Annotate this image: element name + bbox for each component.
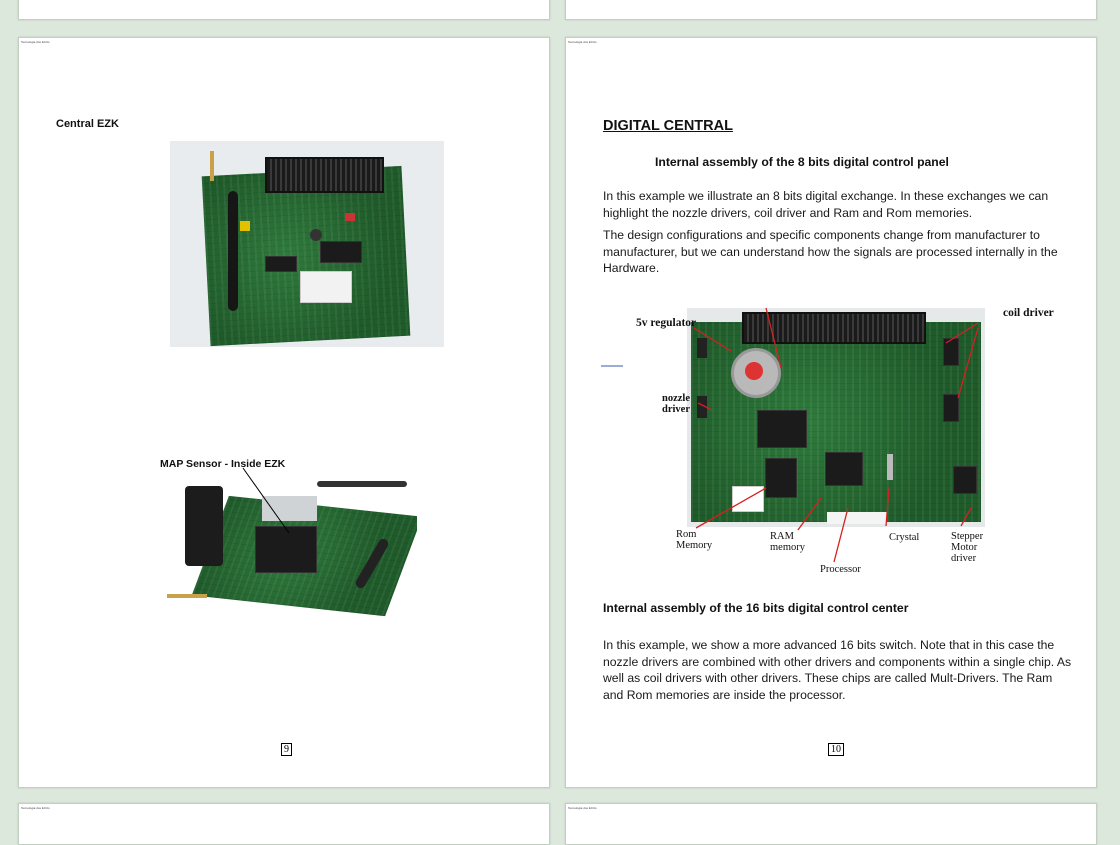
paragraph-3: In this example, we show a more advanced… bbox=[603, 638, 1072, 702]
page-8-partial bbox=[18, 0, 550, 20]
label-coil-driver: coil driver bbox=[1003, 307, 1054, 319]
digital-board-photo bbox=[687, 308, 985, 527]
label-nozzle-driver: nozzle driver bbox=[662, 393, 690, 415]
caption-central-ezk: Central EZK bbox=[56, 118, 119, 130]
page-12-partial: Tecnologia dos ECUs bbox=[565, 803, 1097, 845]
page-header: Tecnologia dos ECUs bbox=[568, 806, 597, 810]
section-title: DIGITAL CENTRAL bbox=[603, 118, 733, 134]
page-number: 10 bbox=[828, 743, 844, 756]
ezk-board-photo bbox=[170, 141, 444, 347]
label-crystal: Crystal bbox=[889, 532, 920, 543]
subtitle-16bit: Internal assembly of the 16 bits digital… bbox=[603, 601, 909, 615]
page-8b-partial bbox=[565, 0, 1097, 20]
label-rom-memory: Rom Memory bbox=[676, 529, 713, 551]
label-ram-memory: RAM memory bbox=[770, 531, 805, 553]
label-processor: Processor bbox=[820, 564, 861, 575]
caption-map-sensor: MAP Sensor - Inside EZK bbox=[160, 458, 286, 470]
map-sensor-pointer bbox=[242, 467, 290, 534]
label-5v-regulator: 5v regulator bbox=[636, 317, 697, 329]
paragraph-1: In this example we illustrate an 8 bits … bbox=[603, 189, 1049, 220]
page-9: Tecnologia dos ECUs Central EZK MAP Sens… bbox=[18, 37, 550, 788]
page-10: Tecnologia dos ECUs DIGITAL CENTRAL Inte… bbox=[565, 37, 1097, 788]
page-header: Tecnologia dos ECUs bbox=[568, 40, 597, 44]
map-sensor-photo bbox=[167, 476, 417, 638]
page-header: Tecnologia dos ECUs bbox=[21, 40, 50, 44]
label-stepper-motor-driver: Stepper Motor driver bbox=[951, 531, 984, 564]
page-header: Tecnologia dos ECUs bbox=[21, 806, 50, 810]
page-11-partial: Tecnologia dos ECUs bbox=[18, 803, 550, 845]
subtitle-8bit: Internal assembly of the 8 bits digital … bbox=[655, 155, 949, 169]
figure-arrows bbox=[601, 307, 979, 563]
paragraph-2: The design configurations and specific c… bbox=[603, 228, 1058, 275]
page-number: 9 bbox=[281, 743, 292, 756]
